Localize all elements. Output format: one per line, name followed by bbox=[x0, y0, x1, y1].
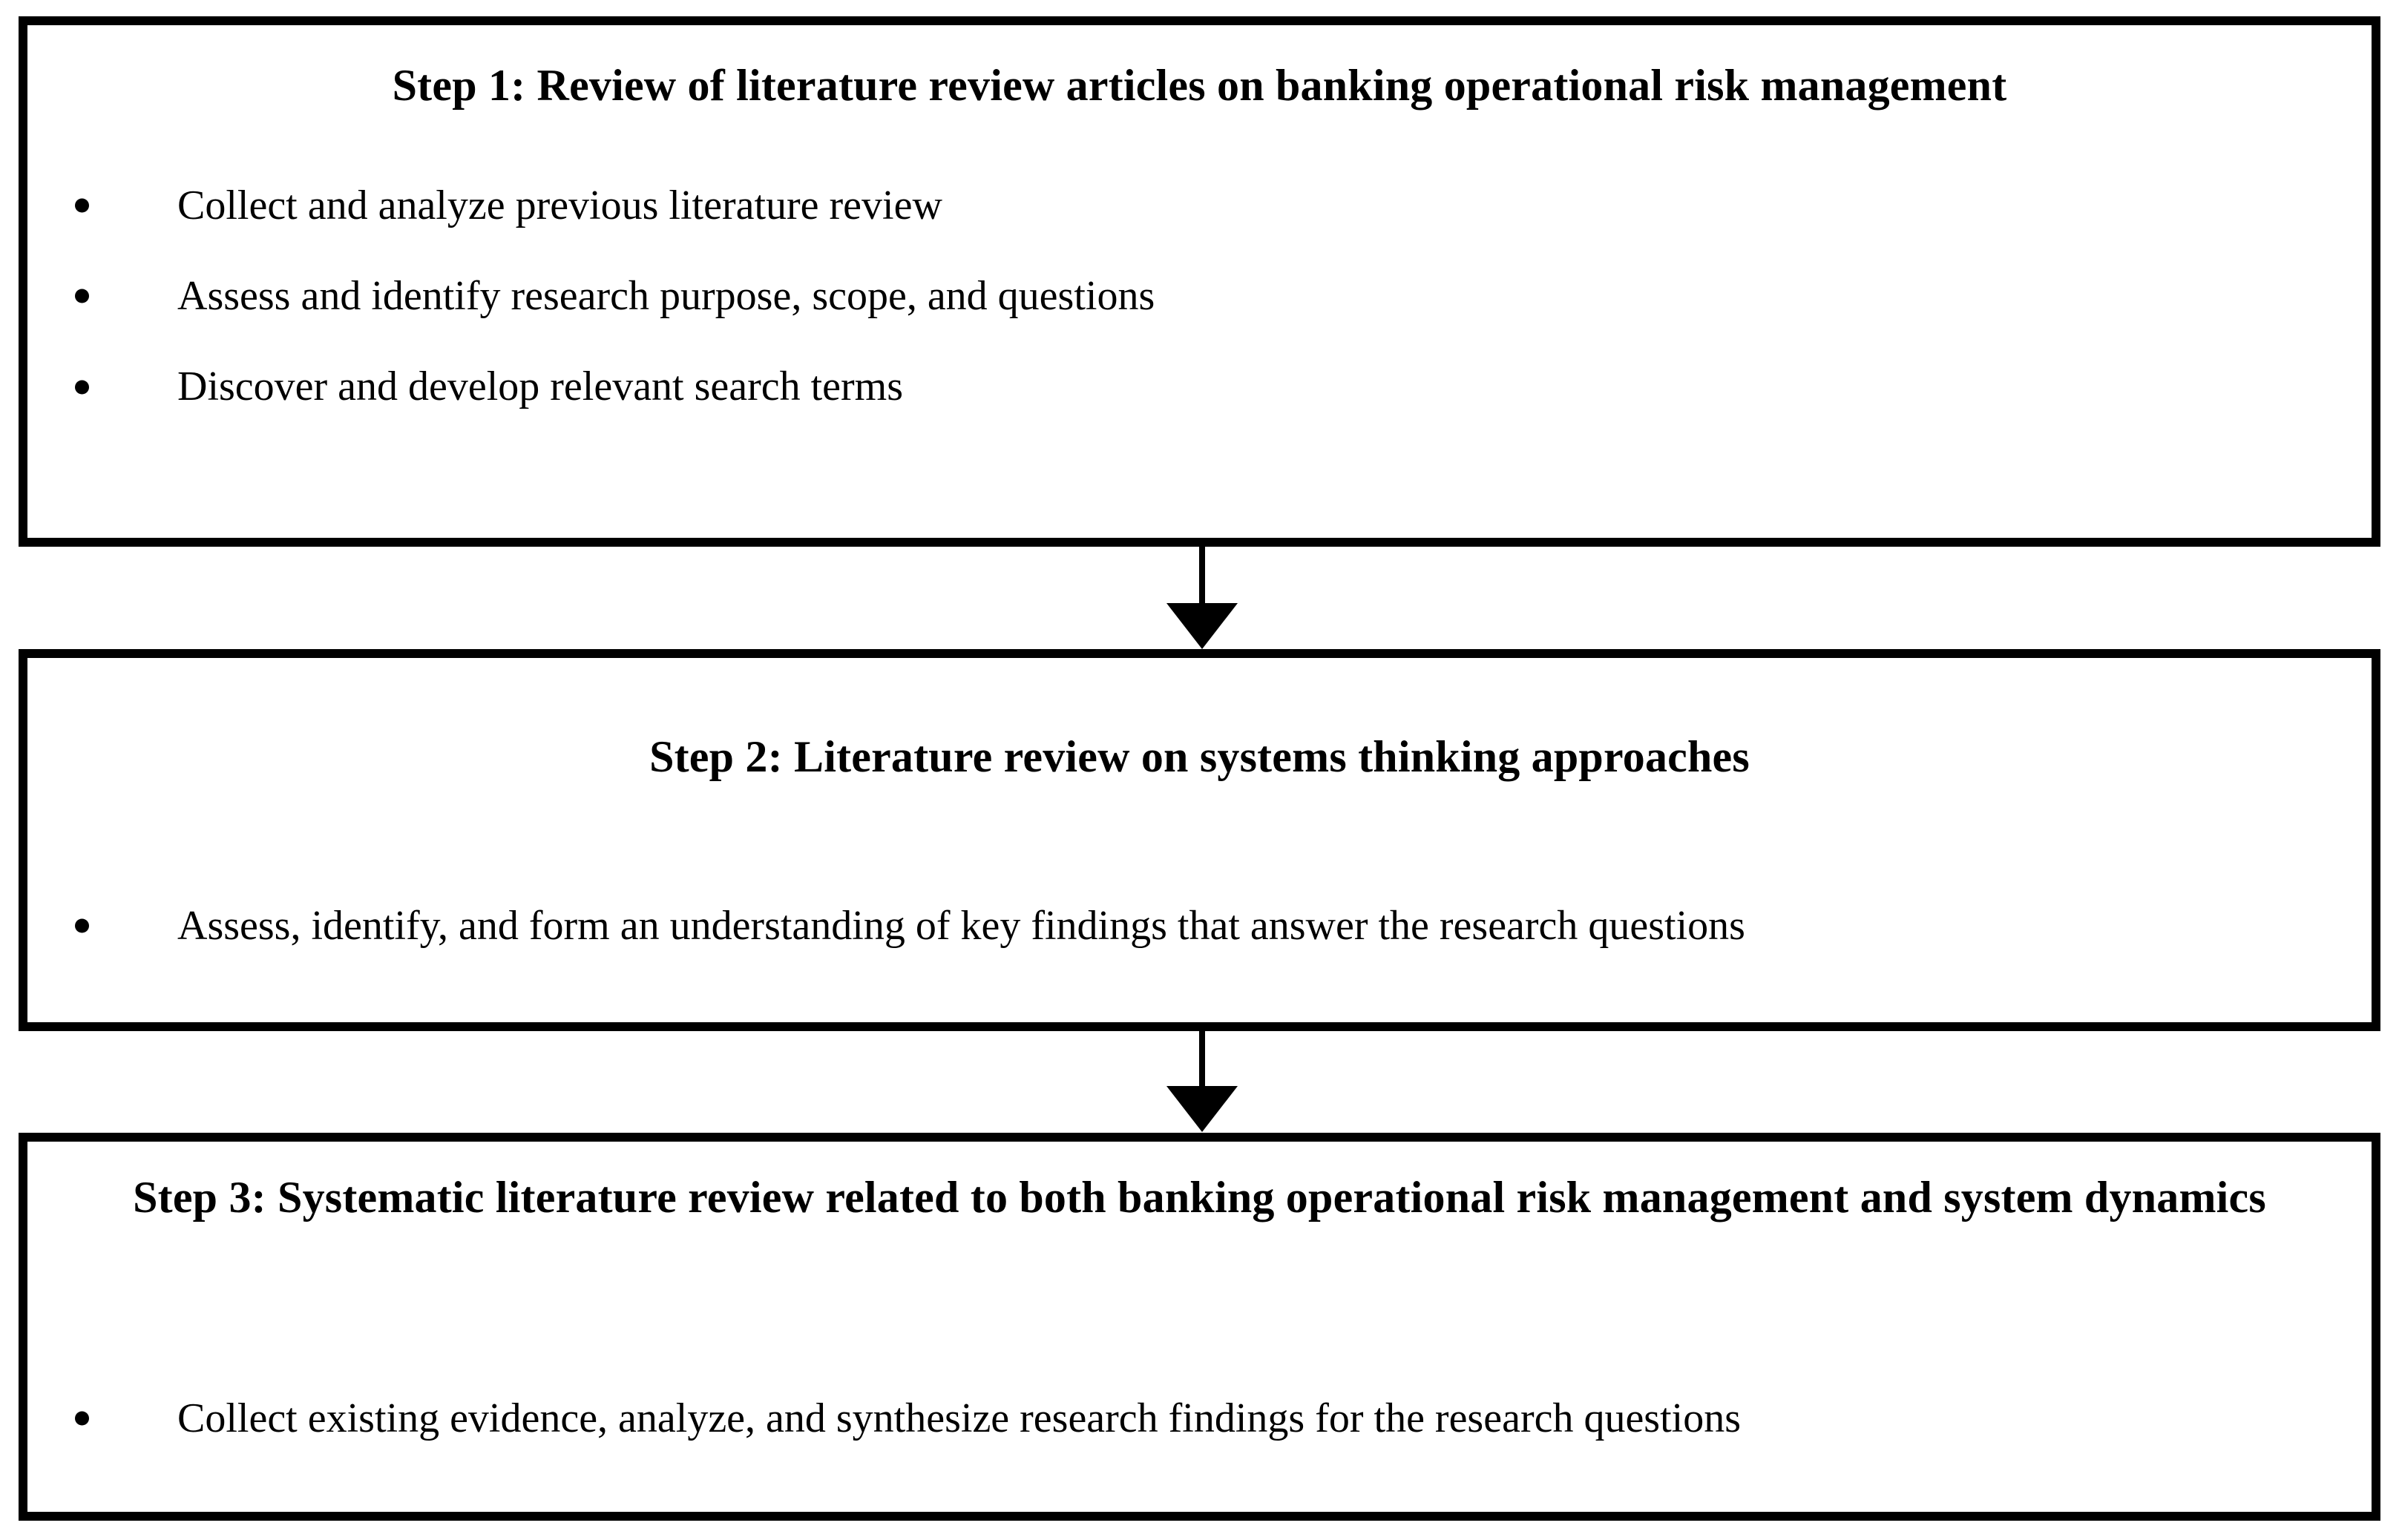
arrow-shaft bbox=[1199, 1031, 1205, 1092]
bullet-point-icon bbox=[75, 198, 89, 213]
arrow-shaft bbox=[1199, 547, 1205, 609]
bullet-text: Assess, identify, and form an understand… bbox=[177, 902, 1745, 949]
step-box-2: Step 2: Literature review on systems thi… bbox=[19, 649, 2380, 1031]
arrow-head bbox=[1166, 603, 1238, 649]
list-item: Discover and develop relevant search ter… bbox=[27, 361, 2372, 412]
list-item: Collect existing evidence, analyze, and … bbox=[27, 1393, 2372, 1444]
bullet-point-icon bbox=[75, 918, 89, 933]
step-3-bullet-list: Collect existing evidence, analyze, and … bbox=[27, 1393, 2372, 1444]
step-box-1: Step 1: Review of literature review arti… bbox=[19, 16, 2380, 547]
list-item: Collect and analyze previous literature … bbox=[27, 180, 2372, 231]
step-box-3: Step 3: Systematic literature review rel… bbox=[19, 1133, 2380, 1521]
step-2-heading: Step 2: Literature review on systems thi… bbox=[649, 732, 1750, 781]
step-1-bullet-list: Collect and analyze previous literature … bbox=[27, 180, 2372, 412]
bullet-text: Assess and identify research purpose, sc… bbox=[177, 273, 1155, 320]
arrow-head bbox=[1166, 1086, 1238, 1132]
list-item: Assess and identify research purpose, sc… bbox=[27, 271, 2372, 321]
bullet-text: Discover and develop relevant search ter… bbox=[177, 363, 904, 410]
step-2-bullet-list: Assess, identify, and form an understand… bbox=[27, 901, 2372, 951]
bullet-point-icon bbox=[75, 380, 89, 395]
bullet-point-icon bbox=[75, 289, 89, 303]
step-3-heading: Step 3: Systematic literature review rel… bbox=[27, 1167, 2372, 1228]
bullet-point-icon bbox=[75, 1411, 89, 1426]
bullet-text: Collect and analyze previous literature … bbox=[177, 182, 942, 228]
list-item: Assess, identify, and form an understand… bbox=[27, 901, 2372, 951]
step-3-heading-line-2: system dynamics bbox=[1943, 1173, 2266, 1222]
step-1-heading: Step 1: Review of literature review arti… bbox=[392, 61, 2007, 110]
bullet-text: Collect existing evidence, analyze, and … bbox=[177, 1395, 1741, 1441]
step-3-heading-line-1: Step 3: Systematic literature review rel… bbox=[133, 1173, 1933, 1222]
